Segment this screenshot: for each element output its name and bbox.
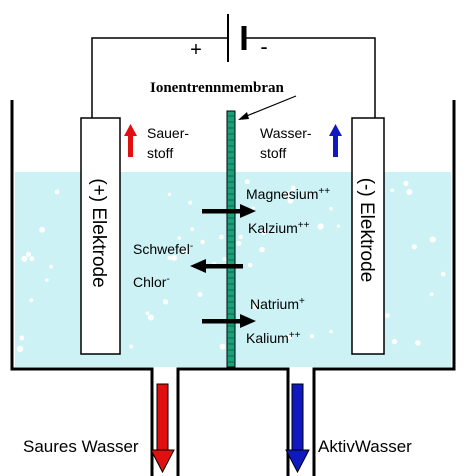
membrane-label: Ionentrennmembran — [150, 80, 285, 96]
anode-electrode — [80, 117, 121, 355]
cation-right-arrow-lower-icon — [202, 314, 256, 328]
gas-hydrogen-line1: Wasser- — [260, 125, 312, 141]
oxygen-up-arrow-icon — [124, 124, 137, 157]
container — [10, 100, 456, 476]
gas-hydrogen-line2: stoff — [260, 145, 286, 161]
hydrogen-up-arrow-icon — [329, 124, 342, 157]
ion-kalzium: Kalzium++ — [248, 220, 310, 236]
gas-oxygen-line2: stoff — [147, 145, 173, 161]
ion-schwefel: Schwefel- — [133, 241, 193, 257]
anode-electrode-label: (+) Elektrode — [88, 178, 109, 287]
ion-kalium: Kalium++ — [246, 330, 301, 346]
acid-water-outlet-arrow-icon — [150, 383, 175, 474]
ion-chlor: Chlor- — [133, 274, 170, 290]
outlet-active-water-label: AktivWasser — [318, 437, 412, 456]
outlet-acid-water-label: Saures Wasser — [23, 437, 139, 456]
cathode-electrode — [351, 117, 385, 355]
circuit-wires — [91, 37, 376, 118]
cation-right-arrow-upper-icon — [202, 204, 256, 218]
membrane-pointer-icon — [238, 95, 297, 120]
ion-natrium: Natrium+ — [250, 296, 305, 312]
ion-membrane — [226, 110, 236, 368]
active-water-outlet-arrow-icon — [285, 383, 310, 474]
battery-plus-label: + — [190, 39, 202, 61]
membrane-segments — [227, 115, 235, 363]
bubbles — [16, 179, 446, 353]
cathode-electrode-label: (-) Elektrode — [356, 178, 377, 283]
battery-icon — [227, 14, 247, 62]
anion-left-arrow-icon — [190, 259, 243, 273]
battery-minus-label: - — [260, 34, 267, 59]
ion-magnesium: Magnesium++ — [246, 186, 330, 202]
gas-oxygen-line1: Sauer- — [147, 125, 189, 141]
